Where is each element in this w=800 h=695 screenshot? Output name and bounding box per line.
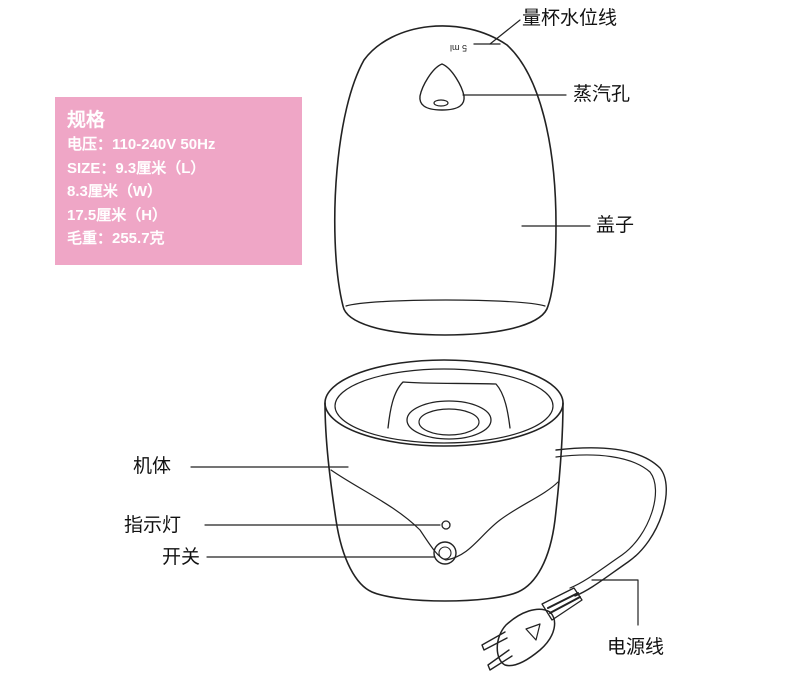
label-cord: 电源线 [607,636,665,658]
steam-hole-icon [419,63,465,111]
label-water-line: 量杯水位线 [522,7,618,29]
leader-cord [591,579,639,626]
plug-grip [525,623,541,641]
plug-icon [496,608,556,667]
strain-relief-ridge-2 [549,596,581,614]
body-seam [330,469,559,561]
spec-box: 规格 电压：110-240V 50Hz SIZE：9.3厘米（L） 8.3厘米（… [55,97,302,265]
power-switch-inner [438,546,452,560]
steam-tray [387,381,511,429]
label-steam-hole: 蒸汽孔 [573,83,631,105]
body-rim-inner [334,368,554,444]
label-lid: 盖子 [596,214,635,236]
lid-outline [333,25,557,336]
spec-size-width: 8.3厘米（W） [67,183,163,200]
spec-title: 规格 [67,109,106,131]
lid [333,25,557,336]
label-body: 机体 [133,455,172,477]
lid-rim [345,299,546,307]
label-indicator: 指示灯 [124,514,182,536]
plug-prong-upper [481,631,508,651]
spec-size-height: 17.5厘米（H） [67,206,168,224]
device-body [324,359,564,602]
leader-water-line [489,19,521,45]
steam-hole-opening [433,99,449,107]
cord-outer [555,447,667,597]
steam-tray-hole-outer [406,400,492,440]
body-outline [324,402,564,602]
lid-marking: 5 ml [450,43,467,53]
spec-size-length: SIZE：9.3厘米（L） [67,159,206,177]
strain-relief [541,587,583,621]
leader-lines [190,19,639,626]
steam-tray-hole-inner [418,408,480,436]
spec-voltage: 电压：110-240V 50Hz [67,136,216,153]
body-rim-outer [324,359,564,447]
spec-weight: 毛重：255.7克 [67,230,165,247]
strain-relief-ridge-1 [547,592,579,609]
plug-prong-lower [487,649,513,671]
power-cord [481,447,667,671]
label-switch: 开关 [162,546,201,568]
power-switch-icon[interactable] [433,541,457,565]
cord-inner [555,454,657,589]
indicator-light-icon [441,520,451,530]
